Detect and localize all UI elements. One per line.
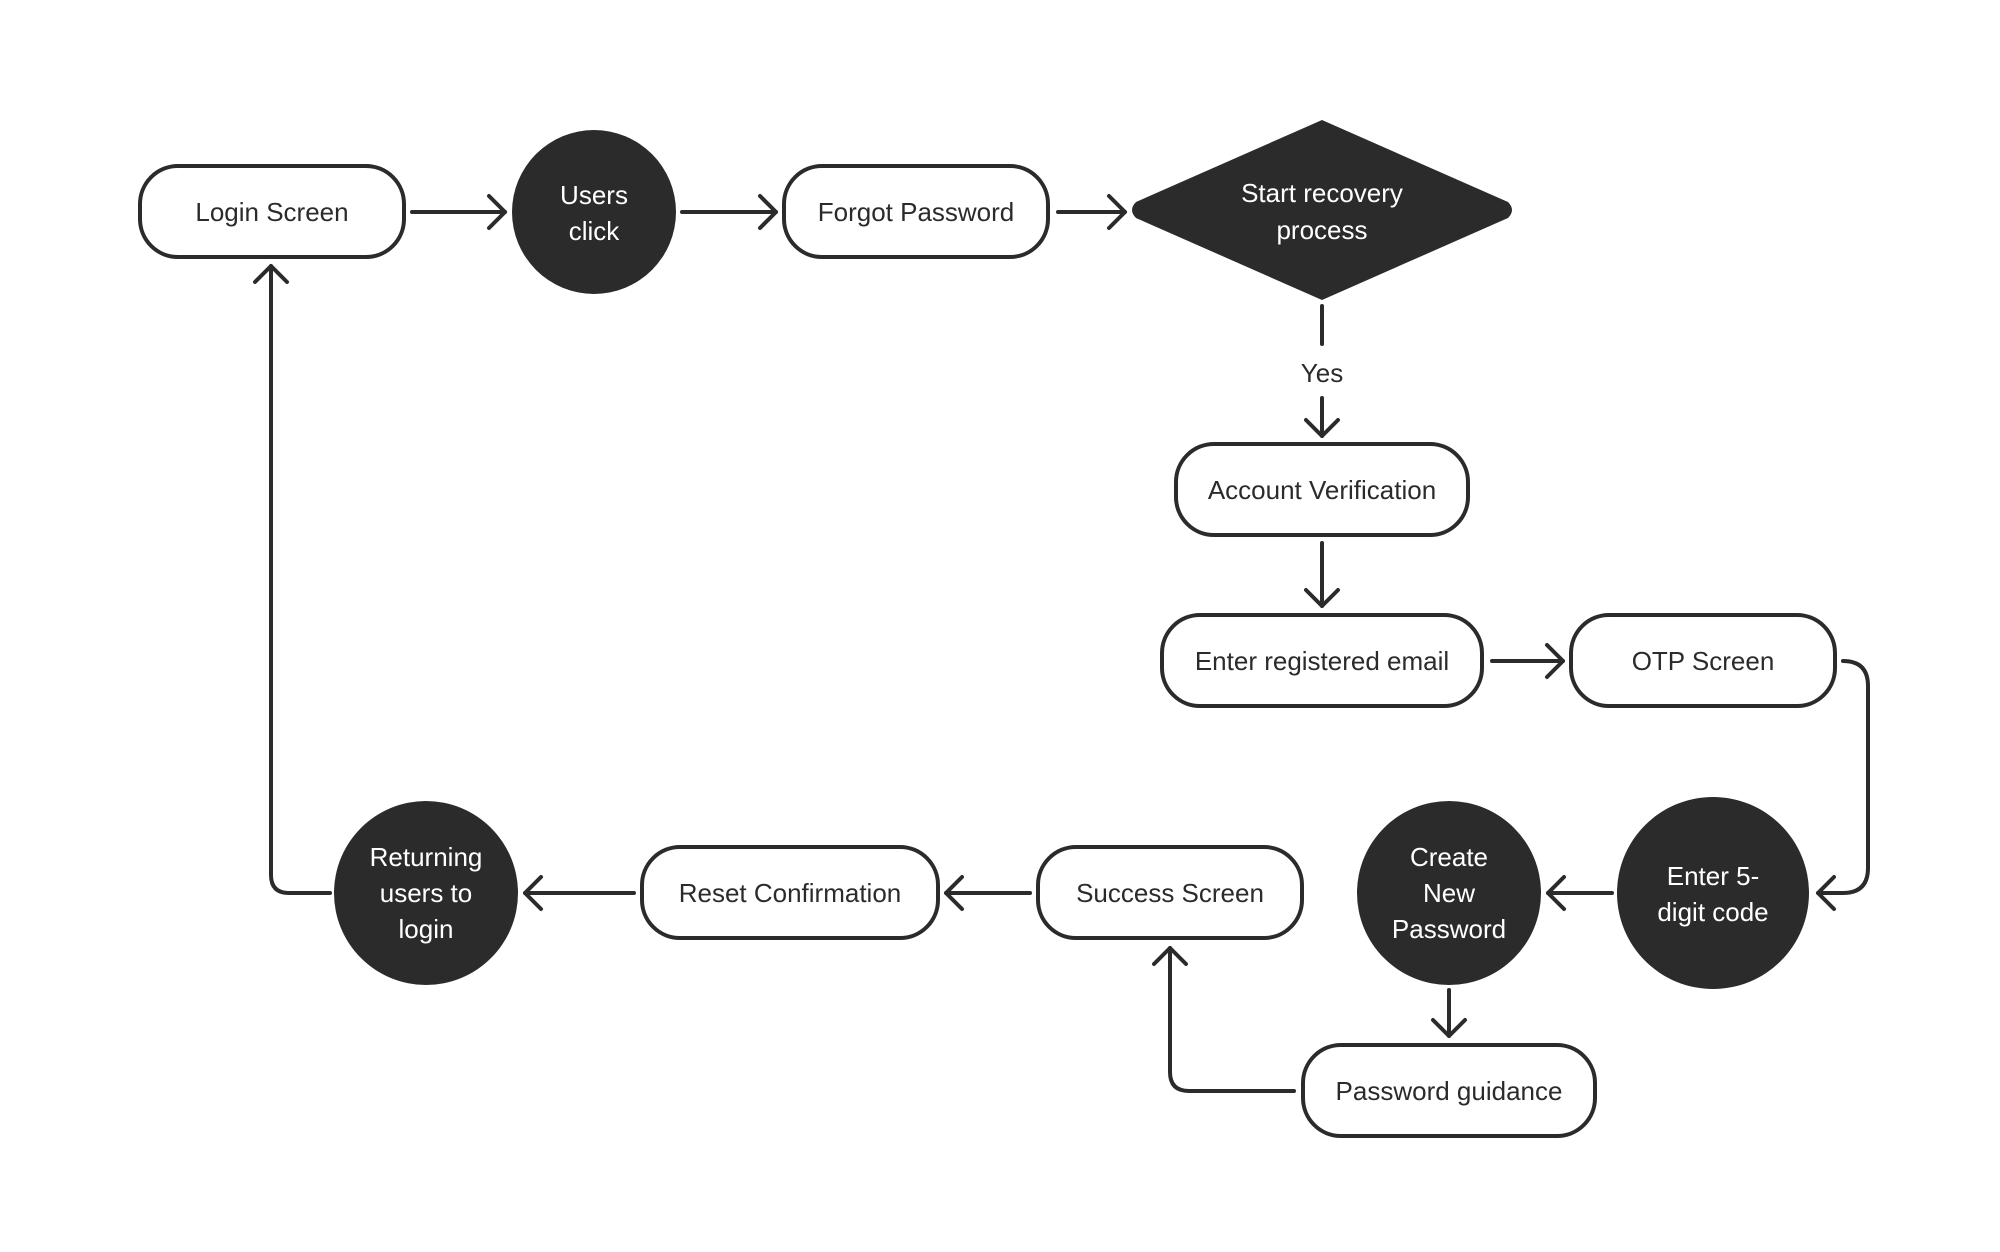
edge-enter-code-to-create-password (1546, 875, 1614, 911)
node-enter-email-label: Enter registered email (1195, 646, 1449, 676)
node-create-password-line-3: Password (1392, 914, 1506, 944)
node-start-recovery-line-2: process (1276, 215, 1367, 245)
edge-start-recovery-to-account-verification (1304, 304, 1340, 438)
edge-account-verification-to-enter-email (1304, 541, 1340, 608)
node-password-guidance: Password guidance (1301, 1043, 1597, 1138)
node-forgot-password: Forgot Password (782, 164, 1050, 259)
node-password-guidance-label: Password guidance (1336, 1076, 1563, 1106)
edge-users-click-to-forgot-password (680, 194, 778, 230)
node-reset-confirmation: Reset Confirmation (640, 845, 940, 940)
edge-returning-to-login (253, 264, 332, 895)
node-forgot-password-label: Forgot Password (818, 197, 1015, 227)
edges (253, 194, 1870, 1093)
node-create-password-line-1: Create (1410, 842, 1488, 872)
edge-success-to-reset-confirmation (944, 875, 1032, 911)
node-enter-registered-email: Enter registered email (1160, 613, 1484, 708)
edge-enter-email-to-otp (1490, 643, 1565, 679)
node-returning-users-to-login: Returning users to login (334, 801, 518, 985)
node-users-click-line-1: Users (560, 180, 628, 210)
edge-guidance-to-success (1152, 946, 1296, 1093)
node-success-screen-label: Success Screen (1076, 878, 1264, 908)
node-users-click-line-2: click (569, 216, 621, 246)
edge-login-to-users-click (410, 194, 507, 230)
edge-otp-to-enter-code (1816, 659, 1870, 911)
node-create-new-password: Create New Password (1357, 801, 1541, 985)
node-enter-code-line-2: digit code (1657, 897, 1768, 927)
node-users-click: Users click (512, 130, 676, 294)
node-login-screen-label: Login Screen (195, 197, 348, 227)
edge-label-yes: Yes (1301, 358, 1343, 388)
node-otp-screen-label: OTP Screen (1632, 646, 1775, 676)
edge-create-password-to-guidance (1431, 988, 1467, 1038)
edge-reset-confirmation-to-returning (523, 875, 636, 911)
node-account-verification: Account Verification (1174, 442, 1470, 537)
node-enter-code-line-1: Enter 5- (1667, 861, 1760, 891)
node-login-screen: Login Screen (138, 164, 406, 259)
node-reset-confirmation-label: Reset Confirmation (679, 878, 902, 908)
node-otp-screen: OTP Screen (1569, 613, 1837, 708)
node-account-verification-label: Account Verification (1208, 475, 1436, 505)
edge-forgot-password-to-start-recovery (1056, 194, 1127, 230)
node-success-screen: Success Screen (1036, 845, 1304, 940)
node-enter-5-digit-code: Enter 5- digit code (1617, 797, 1809, 989)
node-returning-users-line-3: login (399, 914, 454, 944)
node-returning-users-line-1: Returning (370, 842, 483, 872)
node-returning-users-line-2: users to (380, 878, 473, 908)
node-start-recovery-line-1: Start recovery (1241, 178, 1403, 208)
node-create-password-line-2: New (1423, 878, 1475, 908)
node-start-recovery-process: Start recovery process (1132, 120, 1512, 300)
